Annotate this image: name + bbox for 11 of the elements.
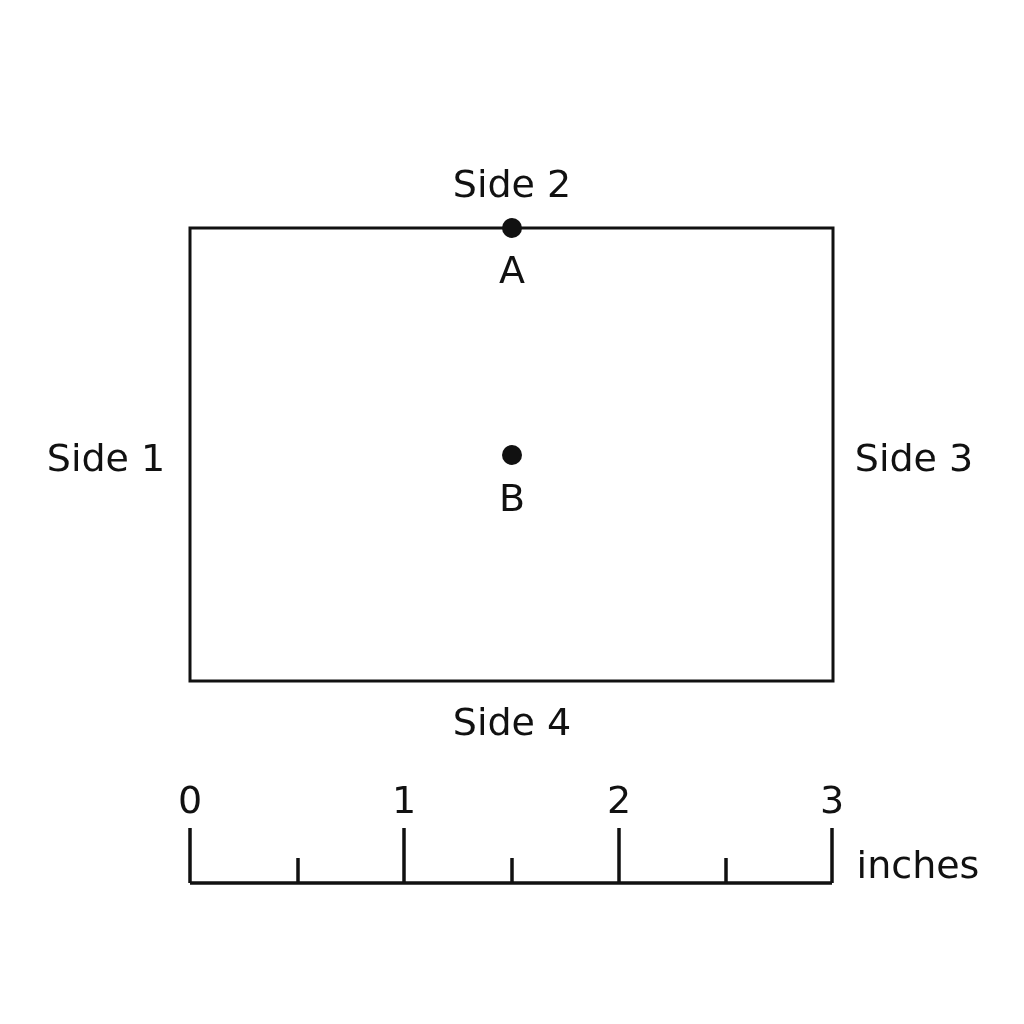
side-label: Side 2 bbox=[452, 165, 572, 203]
unit-label: inches bbox=[856, 846, 980, 884]
point-label: A bbox=[499, 251, 525, 289]
scale-number: 0 bbox=[177, 781, 203, 819]
side-label: Side 4 bbox=[452, 703, 572, 741]
point-label: B bbox=[498, 479, 526, 517]
side-label: Side 3 bbox=[854, 439, 974, 477]
scale-number: 3 bbox=[819, 781, 845, 819]
side-label: Side 1 bbox=[46, 439, 166, 477]
scale-number: 2 bbox=[606, 781, 632, 819]
scale-number: 1 bbox=[391, 781, 417, 819]
